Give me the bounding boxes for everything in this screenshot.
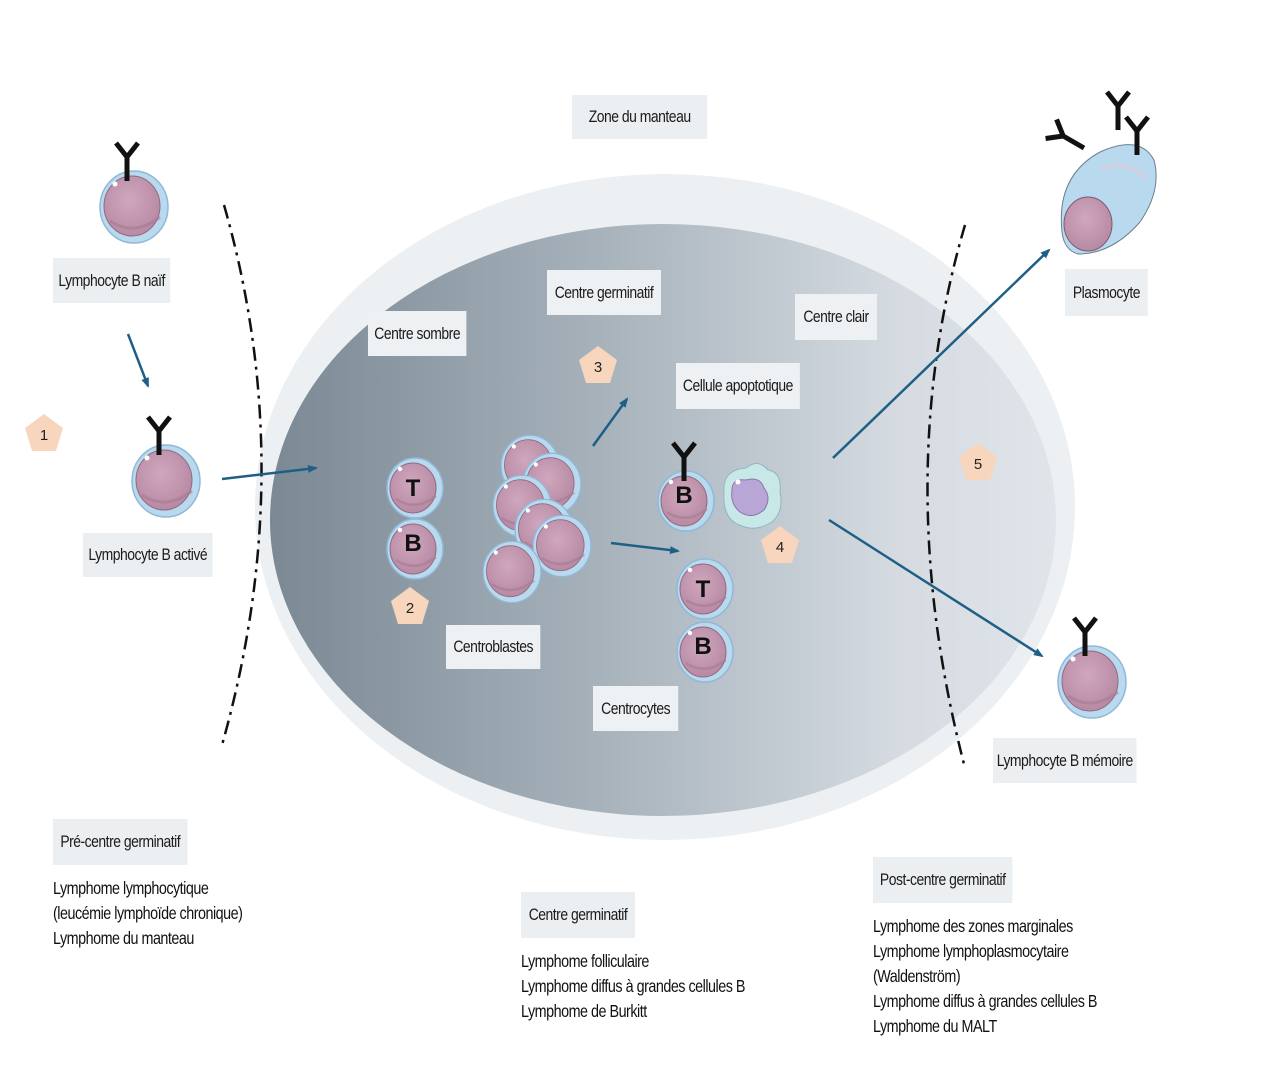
- label-activated-b: Lymphocyte B activé: [83, 533, 213, 577]
- list-item: Lymphome lymphocytique: [53, 878, 209, 898]
- selected-b-cell: B: [656, 443, 716, 533]
- centrocyte-b-cell: B: [675, 620, 735, 684]
- plasmocyte-cell: [1046, 92, 1157, 255]
- arrow-activated-to-gc: [221, 464, 318, 481]
- step-badge-2: 2: [391, 587, 429, 624]
- list-item: Lymphome du manteau: [53, 928, 194, 948]
- dark-zone-t-cell: T: [385, 456, 445, 520]
- list-item: (Waldenström): [873, 966, 961, 986]
- list-item: Lymphome diffus à grandes cellules B: [873, 991, 1097, 1011]
- label-memory-b: Lymphocyte B mémoire: [993, 738, 1137, 783]
- svg-text:3: 3: [594, 359, 602, 376]
- dark-zone-b-cell: B: [385, 517, 445, 581]
- label-germinal-center: Centre germinatif: [547, 270, 661, 315]
- label-apoptotic-cell: Cellule apoptotique: [676, 363, 800, 409]
- group-list-post-gc: Lymphome des zones marginales Lymphome l…: [873, 914, 1097, 1039]
- label-centrocytes: Centrocytes: [593, 686, 679, 731]
- list-item: Lymphome du MALT: [873, 1016, 997, 1036]
- arrow-naive-to-activated: [126, 333, 150, 388]
- t-letter: T: [696, 576, 711, 603]
- label-plasmocyte: Plasmocyte: [1065, 269, 1148, 316]
- b-letter: B: [675, 482, 692, 509]
- naive-b-cell: [98, 143, 170, 245]
- svg-text:1: 1: [40, 427, 48, 444]
- group-list-pre-gc: Lymphome lymphocytique (leucémie lymphoï…: [53, 876, 243, 951]
- apoptotic-cell: [723, 463, 782, 529]
- step-badge-3: 3: [579, 346, 617, 383]
- list-item: Lymphome diffus à grandes cellules B: [521, 976, 745, 996]
- step-badge-1: 1: [25, 414, 63, 451]
- b-letter: B: [694, 633, 711, 660]
- svg-text:5: 5: [974, 456, 982, 473]
- memory-b-cell: [1056, 618, 1128, 720]
- t-letter: T: [406, 475, 421, 502]
- label-dark-zone: Centre sombre: [368, 311, 467, 356]
- group-title-pre-gc: Pré-centre germinatif: [53, 819, 188, 865]
- arrow-to-plasmocyte: [832, 248, 1051, 459]
- activated-b-cell: [130, 417, 202, 519]
- pre-gc-boundary: [220, 204, 263, 746]
- list-item: (leucémie lymphoïde chronique): [53, 903, 243, 923]
- arrow-to-apoptosis: [591, 397, 629, 447]
- label-centroblasts: Centroblastes: [446, 625, 541, 669]
- list-item: Lymphome folliculaire: [521, 951, 649, 971]
- group-title-gc: Centre germinatif: [521, 892, 635, 938]
- arrows: [126, 248, 1051, 658]
- svg-text:4: 4: [776, 539, 784, 556]
- b-letter: B: [404, 530, 421, 557]
- arrow-centroblasts-to-centrocytes: [610, 541, 680, 555]
- step-badge-4: 4: [761, 526, 799, 563]
- list-item: Lymphome lymphoplasmocytaire: [873, 941, 1069, 961]
- svg-text:2: 2: [406, 600, 414, 617]
- label-naive-b: Lymphocyte B naïf: [53, 258, 171, 303]
- post-gc-boundary: [926, 224, 967, 769]
- label-light-zone: Centre clair: [795, 294, 877, 340]
- group-list-gc: Lymphome folliculaire Lymphome diffus à …: [521, 949, 745, 1024]
- centrocyte-t-cell: T: [675, 557, 735, 621]
- label-mantle-zone: Zone du manteau: [572, 95, 708, 139]
- group-title-post-gc: Post-centre germinatif: [873, 857, 1013, 903]
- list-item: Lymphome des zones marginales: [873, 916, 1073, 936]
- step-badge-5: 5: [959, 443, 997, 480]
- arrow-to-memory: [828, 518, 1044, 658]
- list-item: Lymphome de Burkitt: [521, 1001, 647, 1021]
